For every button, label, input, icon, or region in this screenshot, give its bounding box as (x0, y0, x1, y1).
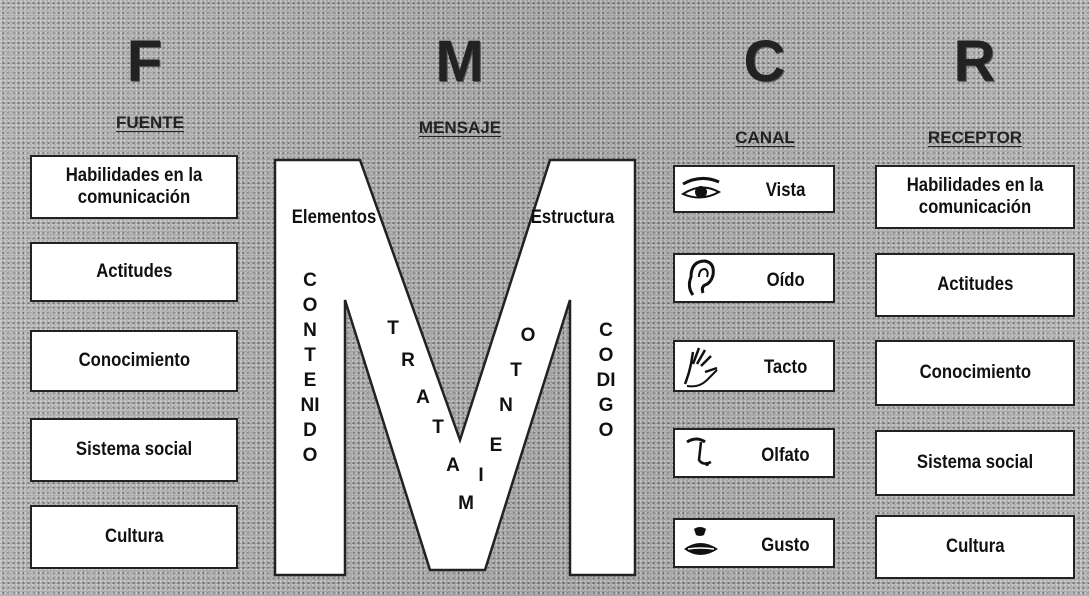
fuente-label: Habilidades en la comunicación (65, 165, 203, 208)
fuente-box-cultura: Cultura (30, 505, 238, 569)
canal-label: Olfato (761, 445, 810, 466)
tratamiento-letter: I (478, 465, 484, 486)
ear-icon (675, 255, 727, 301)
mouth-icon (675, 520, 727, 566)
mensaje-m-shape (273, 158, 637, 577)
letter-c: C (743, 29, 787, 94)
tratamiento-letter: E (489, 435, 503, 456)
receptor-box-actitudes: Actitudes (875, 253, 1075, 317)
tratamiento-letter: T (387, 318, 399, 339)
eye-icon (675, 167, 727, 213)
heading-fuente: FUENTE (116, 113, 184, 132)
receptor-box-conocimiento: Conocimiento (875, 340, 1075, 406)
canal-label: Vista (765, 180, 806, 201)
fuente-box-conocimiento: Conocimiento (30, 330, 238, 392)
receptor-label: Habilidades en la comunicación (906, 175, 1044, 218)
receptor-label: Sistema social (916, 452, 1034, 473)
tratamiento-letter: A (446, 455, 460, 476)
mensaje-estructura-label: Estructura (530, 207, 615, 228)
letter-r: R (953, 29, 997, 94)
tratamiento-letter: O (520, 325, 536, 346)
receptor-box-cultura: Cultura (875, 515, 1075, 579)
canal-item-oido: Oído (673, 253, 835, 303)
receptor-label: Actitudes (936, 274, 1014, 295)
letter-f: F (126, 29, 164, 94)
fuente-box-actitudes: Actitudes (30, 242, 238, 302)
canal-label: Tacto (763, 357, 808, 378)
fuente-label: Sistema social (75, 439, 193, 460)
fuente-box-habilidades: Habilidades en la comunicación (30, 155, 238, 219)
tratamiento-letter: M (458, 493, 474, 514)
canal-item-olfato: Olfato (673, 428, 835, 478)
receptor-label: Cultura (945, 536, 1005, 557)
mensaje-elementos-label: Elementos (291, 207, 377, 228)
hand-icon (675, 342, 727, 392)
tratamiento-letter: R (401, 350, 415, 371)
receptor-box-habilidades: Habilidades en la comunicación (875, 165, 1075, 229)
mensaje-codigo-vertical: CODIGO (596, 320, 616, 441)
canal-label: Oído (766, 270, 805, 291)
fuente-label: Cultura (104, 526, 164, 547)
tratamiento-letter: N (499, 395, 513, 416)
canal-label: Gusto (761, 535, 810, 556)
fuente-box-sistema-social: Sistema social (30, 418, 238, 482)
mensaje-contenido-vertical: CONTENIDO (300, 270, 320, 466)
tratamiento-letter: A (416, 387, 430, 408)
tratamiento-letter: T (432, 417, 444, 438)
tratamiento-letter: T (510, 360, 522, 381)
heading-mensaje: MENSAJE (418, 118, 502, 137)
nose-icon (675, 430, 727, 476)
heading-canal: CANAL (735, 128, 795, 147)
receptor-label: Conocimiento (919, 362, 1031, 383)
receptor-box-sistema-social: Sistema social (875, 430, 1075, 496)
heading-receptor: RECEPTOR (927, 128, 1023, 147)
canal-item-vista: Vista (673, 165, 835, 213)
letter-m: M (435, 29, 485, 94)
canal-item-tacto: Tacto (673, 340, 835, 392)
fuente-label: Conocimiento (78, 350, 190, 371)
canal-item-gusto: Gusto (673, 518, 835, 568)
fuente-label: Actitudes (95, 261, 173, 282)
